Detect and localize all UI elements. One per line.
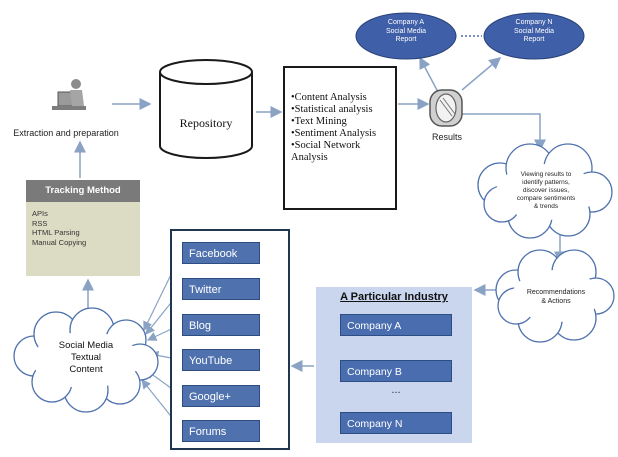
social-cloud-text: Social Media Textual Content: [38, 340, 134, 376]
platform-youtube: YouTube: [182, 349, 260, 371]
platform-google-plus: Google+: [182, 385, 260, 407]
analysis-item-text-mining: •Text Mining: [291, 116, 347, 127]
platform-facebook: Facebook: [182, 242, 260, 264]
industry-ellipsis: ...: [391, 384, 401, 396]
results-label: Results: [431, 132, 462, 142]
social-line-2: Textual: [70, 352, 102, 363]
social-line-3: Content: [69, 364, 103, 375]
platform-blog: Blog: [182, 314, 260, 336]
analysis-box: •Content Analysis •Statistical analysis …: [283, 66, 397, 210]
report-n-line2: Social Media: [513, 27, 555, 35]
person-at-computer-icon: [52, 79, 86, 110]
extraction-label: Extraction and preparation: [13, 128, 119, 138]
viewing-line-5: & trends: [533, 203, 559, 210]
industry-company-a: Company A: [340, 314, 452, 336]
viewing-line-4: compare sentiments: [516, 195, 576, 202]
tracking-item-manual-copying: Manual Copying: [32, 237, 87, 247]
report-n-text: Company N Social Media Report: [492, 19, 576, 45]
platform-twitter: Twitter: [182, 278, 260, 300]
report-a-text: Company A Social Media Report: [364, 19, 448, 45]
report-a-line3: Report: [395, 36, 417, 43]
report-n-line3: Report: [523, 36, 545, 43]
tracking-method-list: APIs RSS HTML Parsing Manual Copying: [26, 202, 140, 276]
report-n-ellipse: [483, 12, 585, 60]
tracking-item-rss: RSS: [32, 218, 48, 228]
viewing-line-1: Viewing results to: [520, 171, 572, 178]
results-scroll-icon: [429, 89, 463, 127]
viewing-cloud-text: Viewing results to identify patterns, di…: [492, 171, 600, 211]
tracking-method-title: Tracking Method: [26, 180, 140, 202]
recommendations-line-2: & Actions: [541, 298, 571, 305]
recommendations-text: Recommendations & Actions: [512, 288, 600, 306]
analysis-item-social-network: •Social Network Analysis: [291, 140, 361, 163]
viewing-results-cloud: [477, 143, 613, 239]
industry-company-n: Company N: [340, 412, 452, 434]
recommendations-cloud: [495, 249, 615, 343]
social-media-cloud: [13, 307, 159, 413]
arrow-results-to-report-n: [461, 57, 502, 91]
arrow-results-to-viewing-cloud: [462, 113, 546, 152]
report-a-ellipse: [355, 12, 457, 60]
report-a-line2: Social Media: [385, 27, 427, 35]
analysis-item-statistical: •Statistical analysis: [291, 104, 373, 115]
platforms-frame: [170, 229, 290, 450]
viewing-line-2: identify patterns,: [522, 179, 570, 186]
arrow-results-to-report-a: [419, 56, 439, 93]
social-line-1: Social Media: [58, 340, 114, 351]
recommendations-line-1: Recommendations: [526, 289, 586, 296]
platform-forums: Forums: [182, 420, 260, 442]
analysis-item-sentiment: •Sentiment Analysis: [291, 128, 377, 139]
industry-title: A Particular Industry: [340, 291, 448, 303]
tracking-item-html-parsing: HTML Parsing: [32, 228, 80, 237]
report-n-line1: Company N: [515, 19, 553, 26]
repository-label: Repository: [179, 116, 233, 130]
report-a-line1: Company A: [387, 19, 425, 26]
repository-cylinder: [159, 59, 253, 159]
viewing-line-3: discover issues,: [522, 187, 570, 194]
tracking-item-apis: APIs: [32, 209, 48, 218]
industry-company-b: Company B: [340, 360, 452, 382]
analysis-item-content: •Content Analysis: [291, 92, 367, 103]
